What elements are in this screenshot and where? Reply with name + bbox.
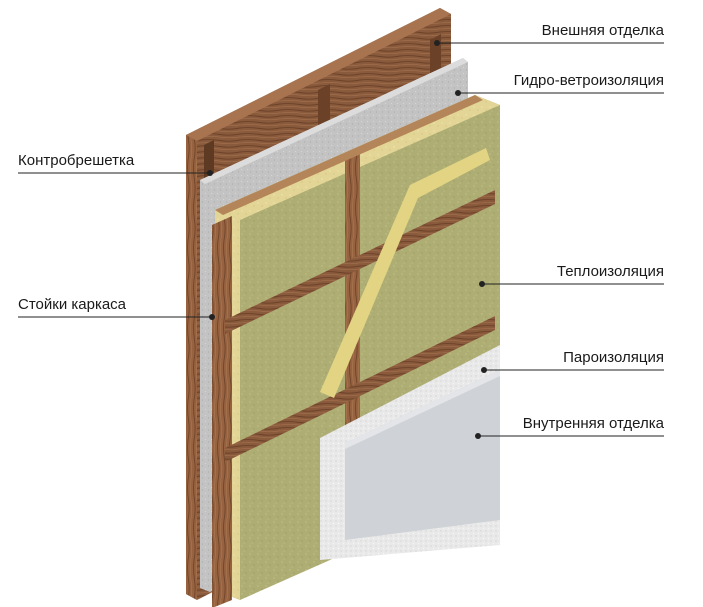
callout-exterior-finish (434, 40, 664, 46)
label-thermal-insulation: Теплоизоляция (557, 263, 664, 280)
interior-finish-layer (345, 370, 500, 540)
label-frame-studs: Стойки каркаса (18, 296, 127, 313)
label-vapor-barrier: Пароизоляция (563, 349, 664, 366)
label-exterior-finish: Внешняя отделка (542, 22, 665, 39)
callout-thermal-insulation (479, 281, 664, 287)
callout-interior-finish (475, 433, 664, 439)
label-counter-battens: Контробрешетка (18, 152, 135, 169)
frame-studs-layer (212, 95, 495, 607)
callout-frame-studs (18, 314, 215, 320)
label-interior-finish: Внутренняя отделка (523, 415, 665, 432)
callout-counter-battens (18, 170, 213, 176)
callout-vapor-barrier (481, 367, 664, 373)
label-wind-water-barrier: Гидро-ветроизоляция (514, 72, 664, 89)
callout-wind-water-barrier (455, 90, 664, 96)
